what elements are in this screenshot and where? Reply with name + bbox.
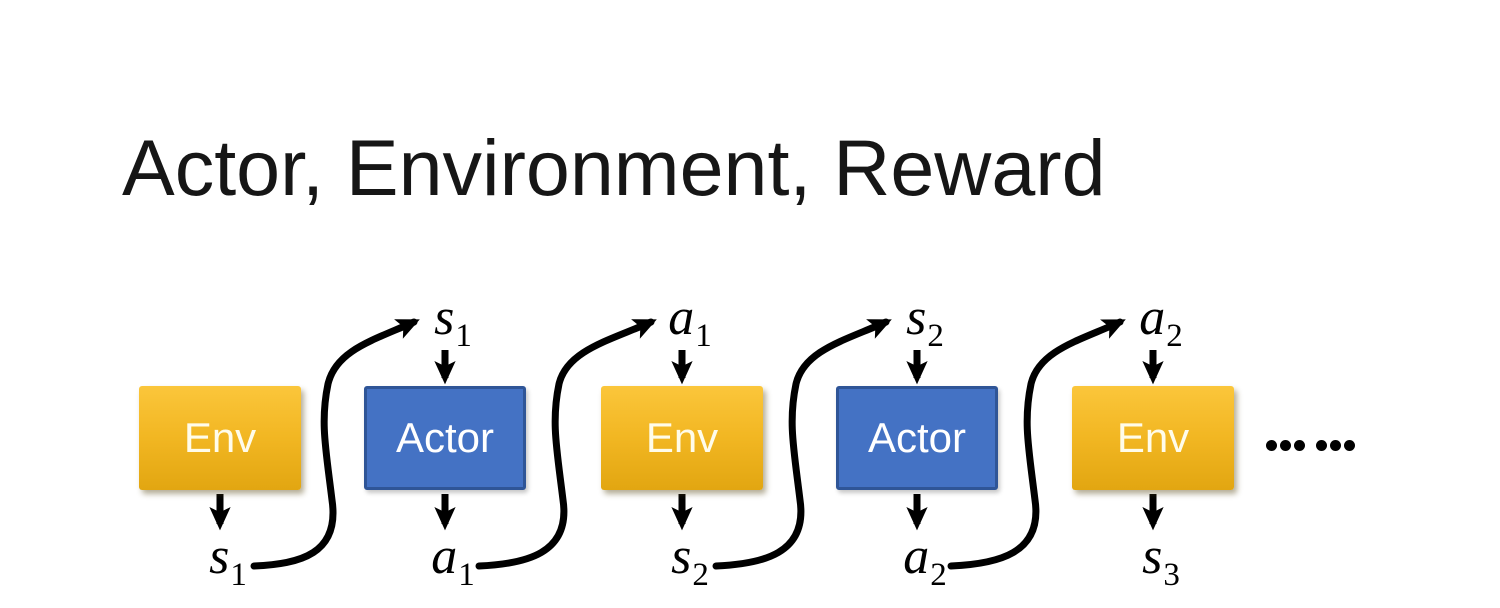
label-base: s [434, 289, 455, 346]
ellipsis-dot [1344, 440, 1355, 451]
ellipsis-dot [1280, 440, 1291, 451]
label-sub: 1 [458, 557, 475, 593]
ellipsis-dot [1316, 440, 1327, 451]
label-sub: 1 [455, 318, 472, 354]
box-actor-2: Actor [836, 386, 998, 490]
label-top-s1: s1 [434, 292, 472, 353]
label-bottom-a2: a2 [903, 531, 947, 592]
box-env-3: Env [1072, 386, 1234, 490]
label-sub: 2 [930, 557, 947, 593]
label-sub: 2 [692, 557, 709, 593]
label-base: a [1139, 289, 1166, 346]
label-base: s [671, 528, 692, 585]
box-label: Env [645, 414, 719, 461]
slide-title: Actor, Environment, Reward [122, 123, 1106, 212]
box-label: Env [1116, 414, 1190, 461]
label-bottom-s3: s3 [1142, 531, 1180, 592]
label-top-a1: a1 [668, 292, 712, 353]
label-bottom-a1: a1 [431, 531, 475, 592]
label-base: a [431, 528, 458, 585]
box-label: Env [183, 414, 257, 461]
label-base: a [668, 289, 695, 346]
label-bottom-s2: s2 [671, 531, 709, 592]
label-sub: 2 [1166, 318, 1183, 354]
label-top-a2: a2 [1139, 292, 1183, 353]
label-sub: 2 [927, 318, 944, 354]
ellipsis-dot [1266, 440, 1277, 451]
box-label: Actor [867, 414, 967, 461]
label-base: a [903, 528, 930, 585]
box-env-1: Env [139, 386, 301, 490]
label-sub: 3 [1163, 557, 1180, 593]
label-sub: 1 [230, 557, 247, 593]
label-sub: 1 [695, 318, 712, 354]
box-env-2: Env [601, 386, 763, 490]
label-base: s [209, 528, 230, 585]
label-base: s [1142, 528, 1163, 585]
label-bottom-s1: s1 [209, 531, 247, 592]
ellipsis-dots [1266, 440, 1355, 451]
label-base: s [906, 289, 927, 346]
ellipsis-dot [1294, 440, 1305, 451]
label-top-s2: s2 [906, 292, 944, 353]
ellipsis-dot [1330, 440, 1341, 451]
box-actor-1: Actor [364, 386, 526, 490]
box-label: Actor [395, 414, 495, 461]
